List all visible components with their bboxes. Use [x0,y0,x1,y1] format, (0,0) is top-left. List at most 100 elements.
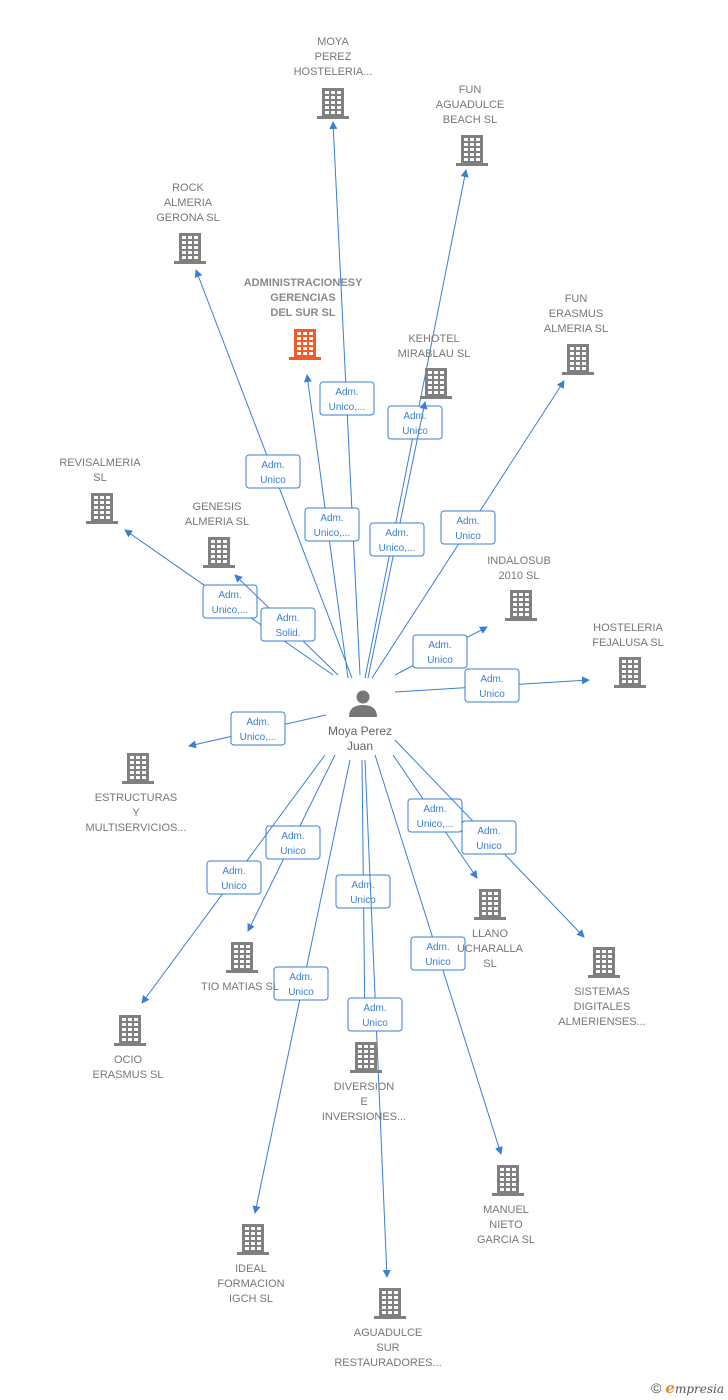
edge-role-label[interactable]: Adm. Unico,... [202,584,258,619]
edge-llano-ucharalla: Adm.Unico,... [392,754,478,879]
company-name-line: 2010 SL [499,570,540,582]
edge-role-label[interactable]: Adm.Unico [440,510,496,545]
company-name-line: ADMINISTRACIONESY [244,277,363,289]
company-name-line: GERONA SL [156,212,220,224]
edge-revisalmeria: Adm. Unico,... [124,529,334,676]
edge-role-text: Unico,... [240,732,277,743]
edge-role-text: Adm. [218,590,241,601]
company-name-line: INDALOSUB [487,555,551,567]
edge-role-text: Adm. [423,804,446,815]
edge-role-label[interactable]: Adm.Unico,... [304,507,360,542]
edge-rock-almeria-gerona: Adm.Unico [194,269,353,679]
edge-role-text: Adm. [222,866,245,877]
edge-role-text: Unico [221,881,247,892]
company-node-sistemas-digitales-almerienses[interactable]: SISTEMASDIGITALESALMERIENSES... [558,947,646,1028]
edge-role-text: Unico,... [212,605,249,616]
edge-role-text: Adm. [477,826,500,837]
company-node-indalosub-2010[interactable]: INDALOSUB 2010 SL [487,555,551,621]
company-name-line: Y [132,807,140,819]
company-node-aguadulce-sur-restauradores[interactable]: AGUADULCESURRESTAURADORES... [334,1288,442,1369]
edge-role-label[interactable]: Adm.Unico [410,936,466,971]
company-name-line: FEJALUSA SL [592,637,664,649]
edge-role-label[interactable]: Adm.Unico [335,874,391,909]
company-name-line: MANUEL [483,1204,529,1216]
edge-role-label[interactable]: Adm.Unico,... [319,381,375,416]
company-name-line: HOSTELERIA... [294,66,373,78]
company-node-hosteleria-fejalusa[interactable]: HOSTELERIA FEJALUSA SL [592,622,664,688]
edge-role-text: Adm. [335,387,358,398]
company-name-line: LLANO [472,928,509,940]
edge-role-text: Adm. [351,880,374,891]
company-node-estructuras-multiservicios[interactable]: ESTRUCTURASYMULTISERVICIOS... [85,753,187,834]
company-name-line: ERASMUS SL [93,1069,164,1081]
edge-role-text: Adm. [456,516,479,527]
edge-role-text: Adm. [320,513,343,524]
edge-role-label[interactable]: Adm. Unico [206,860,262,895]
edge-role-label[interactable]: Adm. Solid. [260,607,316,642]
company-name-line: ALMERIA SL [185,516,249,528]
building-icon [122,753,154,784]
edge-role-label[interactable]: Adm. Unico,... [369,522,425,557]
company-name-line: HOSTELERIA [593,622,663,634]
edge-role-text: Solid. [275,628,300,639]
building-icon [203,537,235,568]
center-person-node[interactable]: Moya Perez Juan [328,690,392,754]
edge-role-label[interactable]: Adm.Unico [347,997,403,1032]
building-icon [492,1165,524,1196]
edge-role-label[interactable]: Adm.Unico [412,634,468,669]
company-name-line: SUR [376,1342,399,1354]
edge-role-text: Adm. [385,528,408,539]
edge-role-label[interactable]: Adm.Unico [273,966,329,1001]
edge-role-text: Adm. [363,1003,386,1014]
company-name-line: RESTAURADORES... [334,1357,441,1369]
company-node-genesis-almeria[interactable]: GENESIS ALMERIA SL [185,501,249,568]
edge-role-text: Unico [479,689,505,700]
company-name-line: UCHARALLA [457,943,524,955]
edge-role-text: Unico [280,846,306,857]
building-icon [289,329,321,360]
person-icon [349,690,377,717]
company-name-line: ESTRUCTURAS [95,792,178,804]
edge-role-label[interactable]: Adm.Unico [387,405,443,440]
building-icon [562,344,594,375]
edge-role-text: Unico,... [379,543,416,554]
company-name-line: GENESIS [193,501,242,513]
company-name-line: DIVERSION [334,1081,395,1093]
edge-role-label[interactable]: Adm.Unico,... [407,798,463,833]
company-name-line: REVISALMERIA [59,457,141,469]
building-icon [317,88,349,119]
edge-role-text: Adm. [426,942,449,953]
edge-aguadulce-sur-restauradores: Adm.Unico [347,759,403,1278]
company-name-line: DIGITALES [574,1001,631,1013]
company-name-line: ROCK [172,182,204,194]
building-icon [114,1015,146,1046]
company-name-line: GERENCIAS [270,292,335,304]
edge-role-text: Adm. [276,613,299,624]
company-name-line: GARCIA SL [477,1234,535,1246]
company-name-line: ALMERIA SL [544,323,608,335]
edge-role-label[interactable]: Adm.Unico,... [230,711,286,746]
brand-footer: © empresia [651,1379,724,1397]
brand-logo[interactable]: empresia [665,1379,724,1397]
brand-logo-initial: e [665,1379,675,1397]
company-node-moya-perez-hosteleria[interactable]: MOYAPEREZHOSTELERIA... [294,36,373,119]
edge-role-label[interactable]: Adm.Unico [464,668,520,703]
center-name-line-2: Juan [347,739,373,753]
edge-role-label[interactable]: Adm.Unico [265,825,321,860]
company-node-diversion-e-inversiones[interactable]: DIVERSIONEINVERSIONES... [322,1042,406,1123]
company-node-tio-matias[interactable]: TIO MATIAS SL [201,942,279,993]
edge-role-label[interactable]: Adm.Unico [461,820,517,855]
edge-role-label[interactable]: Adm.Unico [245,454,301,489]
company-name-line: SISTEMAS [574,986,630,998]
